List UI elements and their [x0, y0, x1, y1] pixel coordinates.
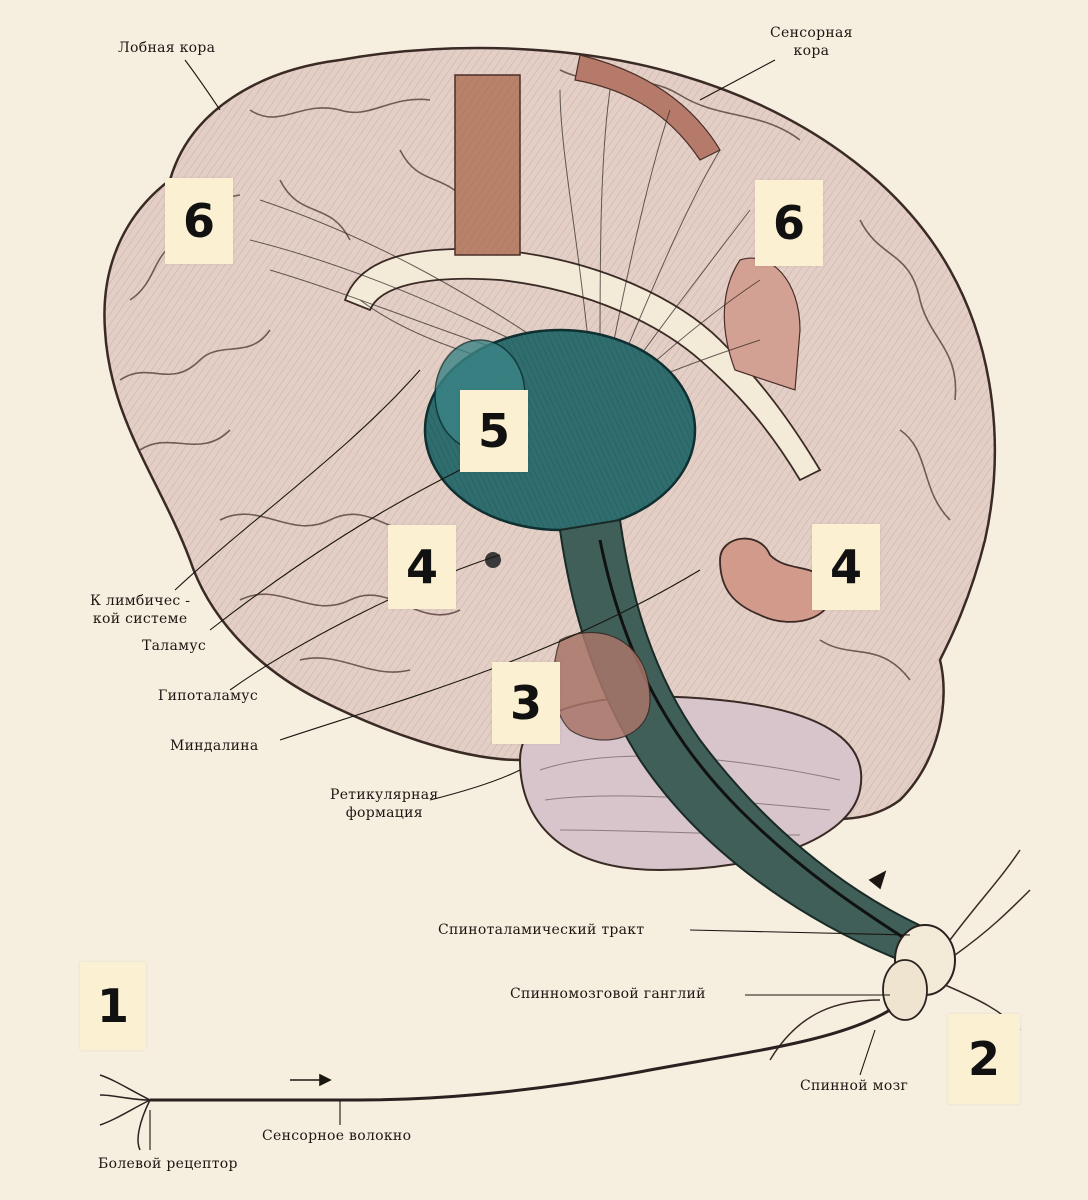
- marker-2: 2: [948, 1014, 1020, 1104]
- spinal-ganglion: [882, 959, 928, 1021]
- label-spinothalamic-tract: Спиноталамический тракт: [438, 922, 645, 938]
- spinothalamic-tract-line: [598, 539, 916, 947]
- marker-6-right: 6: [755, 180, 823, 266]
- label-spinal-cord: Спинной мозг: [800, 1078, 909, 1094]
- sensory-fiber: [150, 1008, 891, 1102]
- label-frontal-cortex: Лобная кора: [118, 40, 216, 56]
- sensory-cortex-strip: [574, 54, 721, 161]
- hypothalamus-knob: [485, 552, 501, 568]
- label-pain-receptor: Болевой рецептор: [98, 1156, 238, 1172]
- label-hypothalamus: Гипоталамус: [158, 688, 258, 704]
- marker-4-left: 4: [388, 525, 456, 609]
- label-limbic-system: К лимбичес - кой системе: [90, 593, 191, 627]
- ascending-arrow-head: [868, 870, 887, 890]
- label-amygdala: Миндалина: [170, 738, 259, 754]
- pain-receptor-endings: [99, 1074, 151, 1151]
- label-sensory-fiber: Сенсорное волокно: [262, 1128, 412, 1144]
- marker-6-left: 6: [165, 178, 233, 264]
- marker-3: 3: [492, 662, 560, 744]
- marker-1: 1: [80, 962, 146, 1050]
- signal-arrow-head: [319, 1073, 332, 1087]
- label-spinal-ganglion: Спинномозговой ганглий: [510, 986, 706, 1002]
- leader-lines: [149, 59, 911, 1150]
- label-reticular-formation: Ретикулярная формация: [330, 787, 439, 821]
- label-thalamus: Таламус: [142, 638, 206, 654]
- marker-4-right: 4: [812, 524, 880, 610]
- label-sensory-cortex: Сенсорная кора: [770, 25, 853, 59]
- marker-5: 5: [460, 390, 528, 472]
